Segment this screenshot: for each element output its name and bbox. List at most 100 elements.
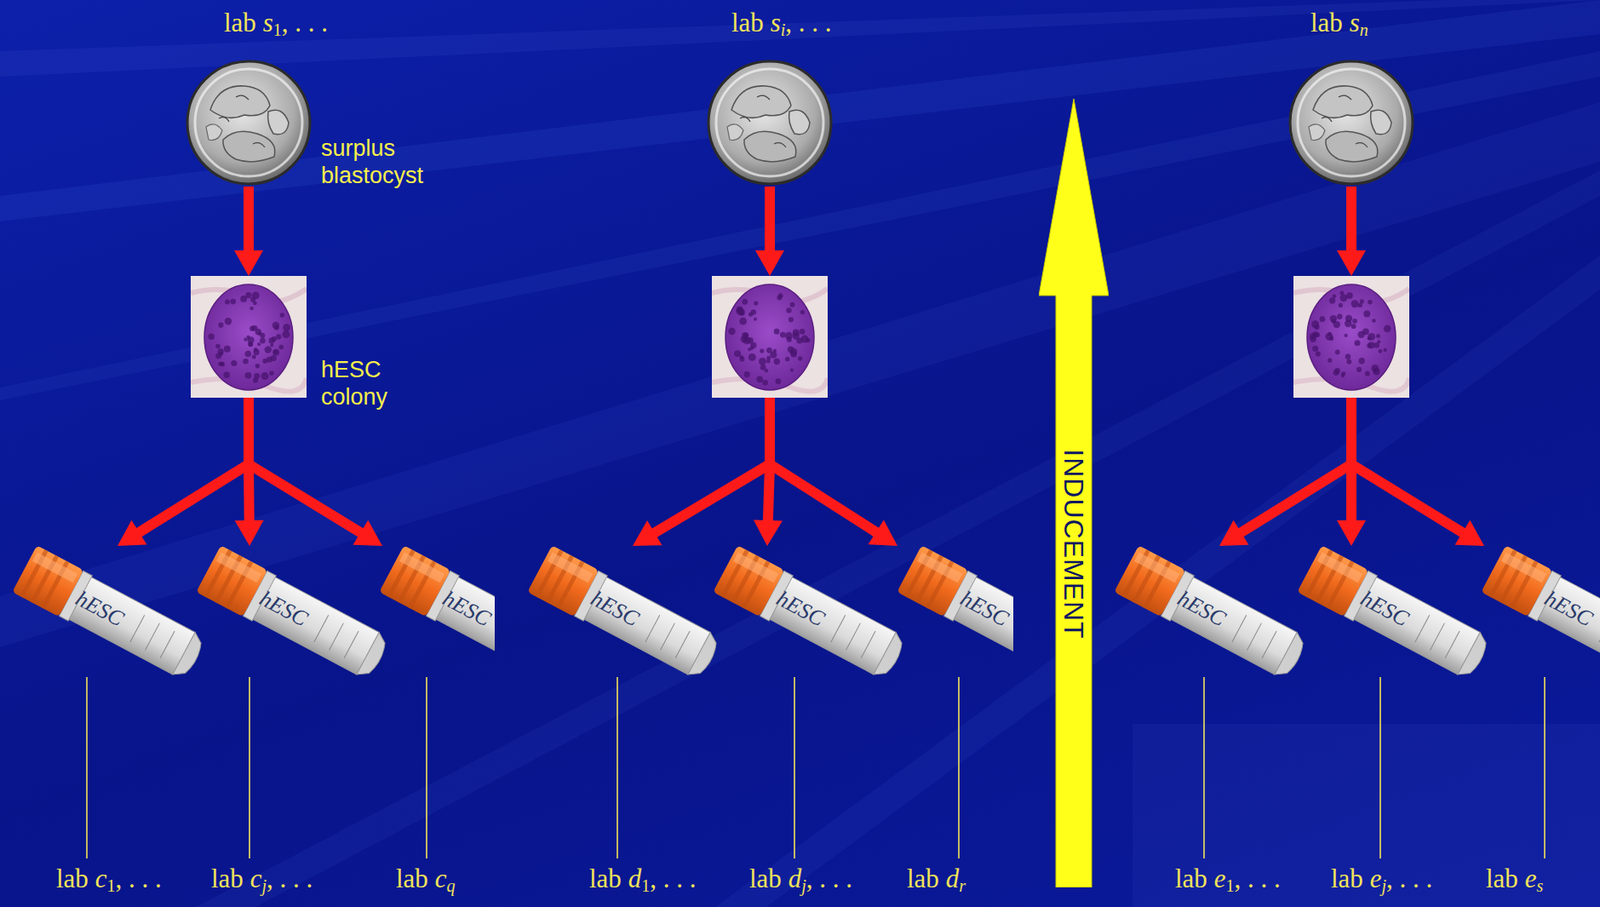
decoration [799,328,806,335]
decoration [1290,61,1413,184]
decoration [1333,321,1341,328]
decoration [1376,333,1381,339]
decoration [145,623,161,651]
decoration [896,545,1014,683]
decoration [67,576,195,675]
decoration [224,299,230,305]
decoration [1327,358,1332,363]
decoration: j [801,876,807,895]
arrow-shaft [769,397,878,534]
decoration [776,294,782,300]
decoration [220,361,225,367]
decoration [733,551,779,583]
decoration [744,131,797,162]
decoration [805,338,810,343]
decoration [247,342,253,347]
text-holder: surplus blastocyst [321,134,441,190]
inducement-arrow: INDUCEMENT [1038,98,1109,888]
decoration [1599,614,1600,643]
decoration [172,632,207,682]
decoration: r [958,876,966,895]
decoration [1329,297,1336,304]
decoration [378,545,495,683]
decoration [273,349,278,355]
decoration [242,358,249,365]
arrow-head [1336,520,1366,546]
decoration [11,545,208,683]
decoration [1311,320,1319,328]
decoration [753,301,758,306]
decoration [645,614,660,643]
leader-line [616,676,619,859]
decoration [262,358,268,364]
decoration [251,576,379,675]
decoration [800,309,805,315]
tube-node: hESC [525,545,730,683]
decoration: 1 [641,876,650,895]
arrow-head [1219,520,1249,546]
decoration [215,344,221,350]
decoration [790,302,796,308]
flow-arrow [632,397,770,546]
decoration [268,109,289,135]
lab-label: lab cj, . . . [211,862,313,896]
decoration: i [780,20,786,40]
blastocyst-image [184,58,313,187]
decoration [675,630,690,659]
lab-label: lab sn [1310,6,1369,41]
arrow-shaft [764,186,775,253]
decoration [1338,303,1343,308]
decoration [1261,630,1277,659]
decoration [743,337,752,345]
decoration [1383,325,1392,333]
decoration [1359,357,1365,364]
decoration [1329,336,1334,341]
decoration [269,337,276,344]
decoration [219,361,224,367]
arrow-label: INDUCEMENT [1060,448,1088,639]
decoration [1415,614,1430,643]
decoration [32,551,78,583]
decoration [769,351,777,359]
decoration [1319,315,1326,322]
decoration [708,61,832,184]
text-holder: lab cq [395,862,455,896]
arrow-head [753,519,783,546]
decoration [785,307,792,313]
decoration [1362,327,1370,335]
decoration [249,306,253,310]
arrow-head [1455,520,1485,546]
text-holder: hESC colony [321,355,407,412]
decoration [744,371,751,378]
decoration [223,131,276,162]
arrow-shaft [653,397,770,534]
stage-label: hESC colony [321,355,407,412]
decoration [762,379,769,386]
text-holder: lab es [1485,862,1543,896]
text-holder: lab e1, . . . [1175,862,1281,896]
decoration [253,347,259,352]
decoration [344,630,359,659]
decoration [582,576,711,675]
lab-label: lab c1, . . . [56,862,162,896]
blastocyst-image [705,58,834,187]
decoration [269,371,274,376]
lab-label: lab es [1485,862,1543,896]
decoration [252,355,257,360]
decoration [747,347,752,351]
decoration [223,345,231,353]
decoration [252,377,259,383]
arrow-head [868,520,898,546]
decoration [1336,314,1342,320]
decoration [218,95,265,148]
text-holder: lab si, . . . [731,6,832,41]
arrow-head [1336,250,1366,276]
decoration [1321,95,1368,148]
decoration [261,372,270,380]
decoration [779,332,786,339]
decoration [1359,298,1365,304]
decoration [1317,551,1363,583]
decoration [329,623,345,651]
decoration [1356,367,1362,373]
